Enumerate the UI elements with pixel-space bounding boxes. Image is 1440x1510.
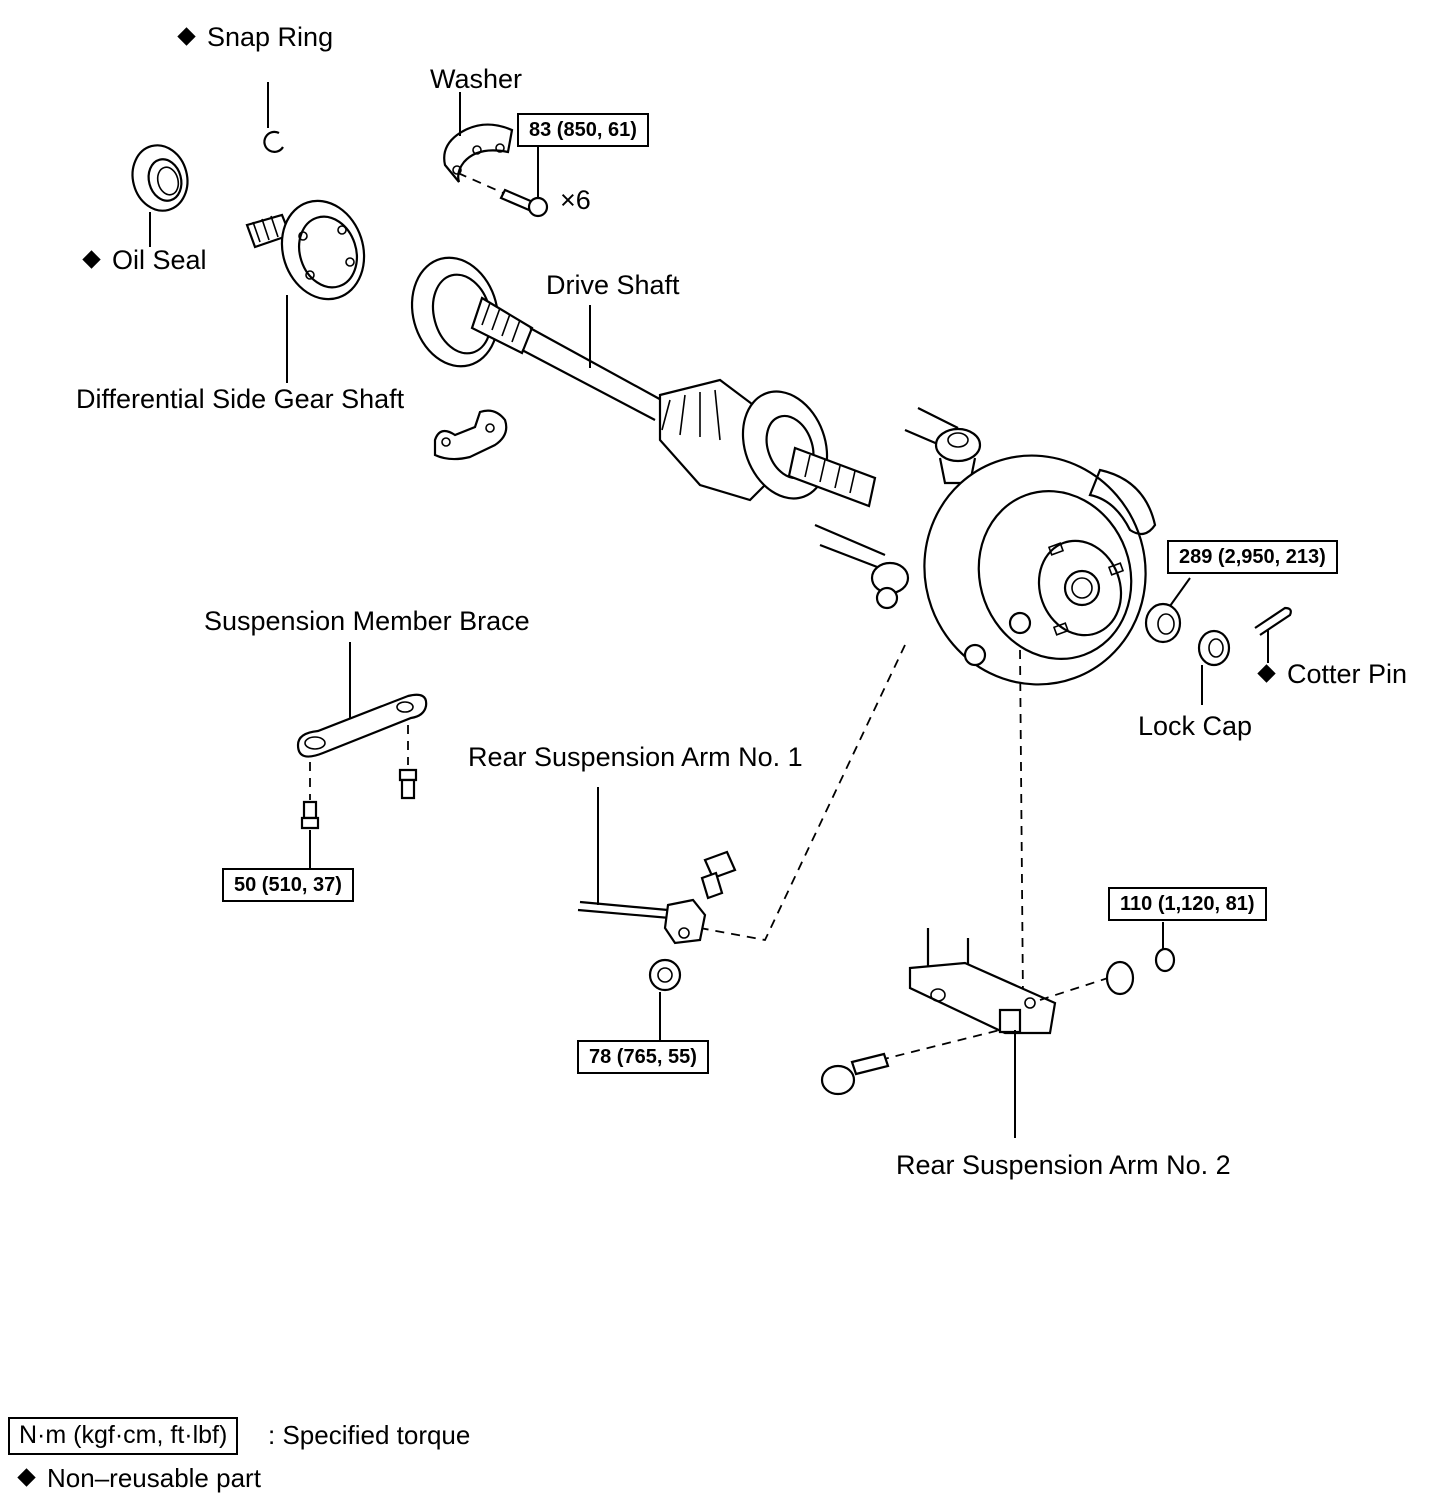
axle-nut-part — [1144, 577, 1191, 644]
legend-nonreusable-text: Non–reusable part — [47, 1463, 261, 1493]
axle-carrier-hub-part — [814, 407, 1157, 686]
lock-cap-label: Lock Cap — [1138, 711, 1253, 741]
oil-seal-label: Oil Seal — [82, 245, 207, 275]
differential-side-gear-shaft-label: Differential Side Gear Shaft — [76, 384, 405, 414]
cotter-pin-text: Cotter Pin — [1287, 659, 1408, 689]
legend-nonreusable: Non–reusable part — [17, 1463, 261, 1493]
washer-upper-part — [443, 92, 549, 218]
drive-shaft-part — [410, 256, 877, 508]
cotter-pin-part — [1254, 606, 1292, 663]
rear-suspension-arm-1-label: Rear Suspension Arm No. 1 — [468, 742, 803, 772]
rear-suspension-arm-1-part — [577, 787, 737, 1042]
rear-suspension-arm-2-part — [820, 922, 1176, 1138]
differential-side-gear-shaft-part — [245, 199, 366, 383]
lock-cap-part — [1197, 629, 1231, 705]
torque-arm2-nut: 110 (1,120, 81) — [1108, 887, 1267, 921]
diamond-icon — [82, 250, 101, 269]
suspension-member-brace-part — [296, 642, 428, 870]
oil-seal-text: Oil Seal — [112, 245, 207, 275]
torque-brace-bolt: 50 (510, 37) — [222, 868, 354, 902]
diamond-icon — [17, 1468, 36, 1487]
cotter-pin-label: Cotter Pin — [1257, 659, 1408, 689]
torque-axle-nut: 289 (2,950, 213) — [1167, 540, 1338, 574]
legend-torque-description: : Specified torque — [268, 1420, 471, 1450]
rear-suspension-arm-2-label: Rear Suspension Arm No. 2 — [896, 1150, 1231, 1180]
washer-label: Washer — [430, 64, 523, 94]
drive-shaft-label: Drive Shaft — [546, 270, 680, 300]
torque-arm1-nut: 78 (765, 55) — [577, 1040, 709, 1074]
snap-ring-label: Snap Ring — [177, 22, 334, 52]
snap-ring-part — [263, 82, 284, 153]
quantity-label: ×6 — [560, 185, 591, 215]
arm2-to-hub-dashed-line — [1019, 649, 1024, 1001]
washer-lower-part — [433, 409, 508, 461]
torque-washer-bolts: 83 (850, 61) — [517, 113, 649, 147]
oil-seal-part — [131, 144, 189, 247]
snap-ring-text: Snap Ring — [207, 22, 334, 52]
suspension-member-brace-label: Suspension Member Brace — [204, 606, 530, 636]
arm1-to-hub-dashed-line — [699, 644, 906, 942]
legend-torque-units-box: N·m (kgf·cm, ft·lbf) — [8, 1417, 239, 1455]
diamond-icon — [1257, 664, 1276, 683]
diamond-icon — [177, 27, 196, 46]
